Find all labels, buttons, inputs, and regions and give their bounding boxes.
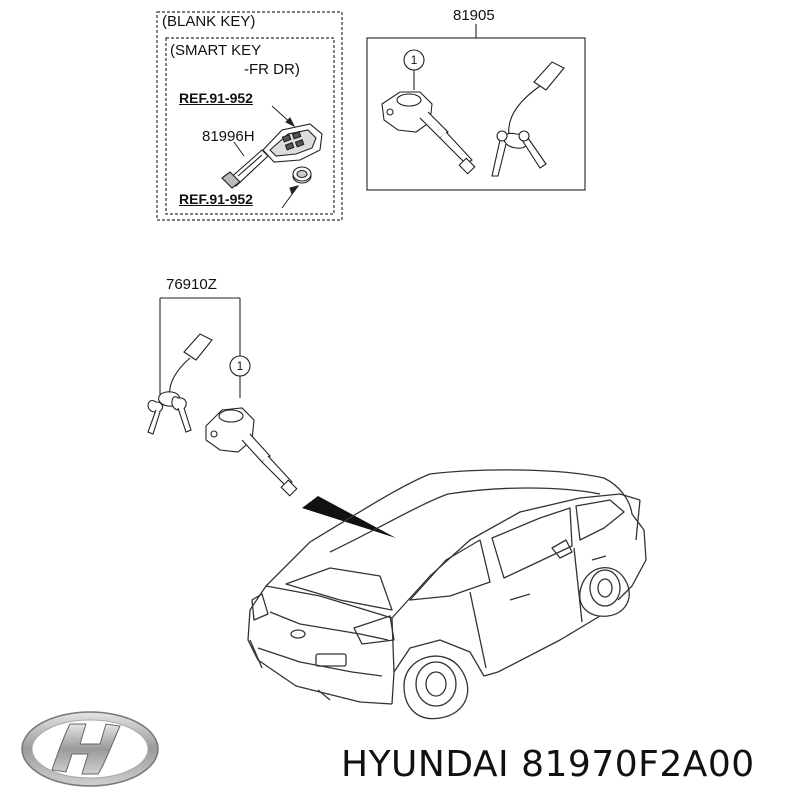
blank-key-title: (BLANK KEY) — [162, 13, 256, 30]
callout-81905: 1 — [410, 53, 418, 67]
group-81905-frame — [366, 24, 586, 191]
ignition-cylinder-76910z-icon — [205, 407, 298, 497]
ref-91-952-bottom: REF.91-952 — [179, 191, 253, 207]
key-set-icon — [491, 61, 565, 177]
hyundai-logo-icon — [21, 711, 159, 787]
smart-key-label-line2: -FR DR) — [244, 61, 300, 78]
key-set-76910z-icon — [147, 333, 213, 435]
blank-key-box — [156, 11, 343, 221]
location-pointer — [302, 496, 396, 538]
car-hatchback-drawing — [247, 469, 647, 720]
coin-battery-icon — [292, 166, 312, 184]
ignition-cylinder-icon — [381, 91, 476, 175]
callout-76910z: 1 — [236, 359, 244, 373]
part-76910z-label: 76910Z — [166, 276, 217, 293]
brand-part-number: HYUNDAI 81970F2A00 — [341, 744, 755, 785]
group-76910z-frame — [159, 297, 251, 398]
key-blade-icon — [221, 149, 269, 189]
part-81996h-label: 81996H — [202, 128, 255, 145]
part-81905-label: 81905 — [453, 7, 495, 24]
blank-key-leaders — [233, 105, 300, 209]
ref-91-952-top: REF.91-952 — [179, 90, 253, 106]
smart-key-fob-icon — [262, 123, 323, 163]
smart-key-label-line1: (SMART KEY — [170, 42, 262, 59]
